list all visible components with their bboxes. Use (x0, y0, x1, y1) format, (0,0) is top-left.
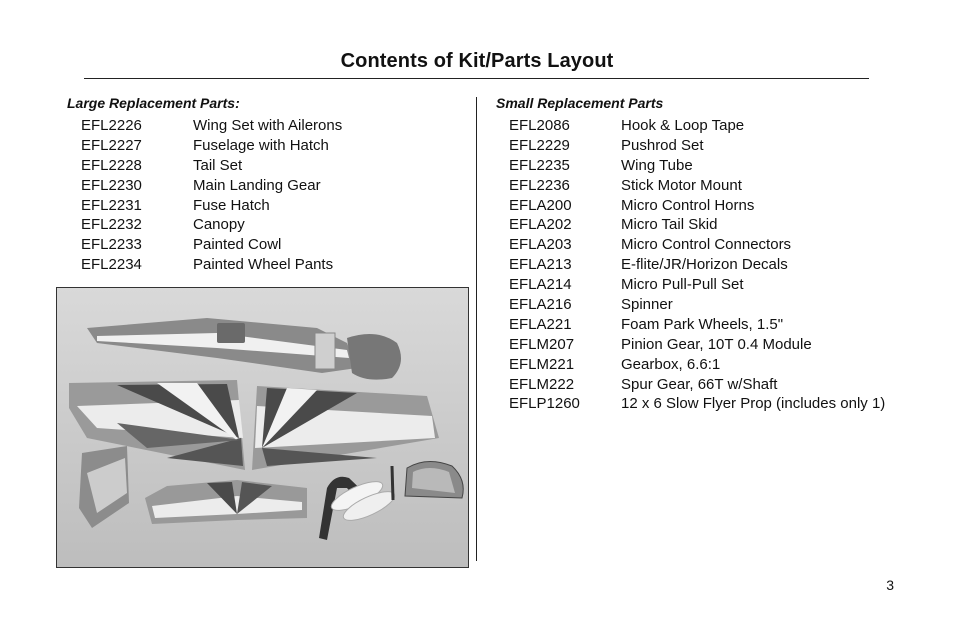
part-code: EFLM207 (509, 335, 575, 353)
title-divider (84, 78, 869, 79)
part-code: EFLA202 (509, 216, 572, 234)
part-description: Painted Wheel Pants (193, 256, 334, 274)
part-description: Gearbox, 6.6:1 (621, 355, 721, 373)
part-description: Painted Cowl (193, 236, 282, 254)
part-code: EFL2226 (81, 117, 142, 134)
part-code: EFLA216 (509, 296, 572, 314)
part-description: 12 x 6 Slow Flyer Prop (includes only 1) (621, 395, 886, 413)
part-code: EFL2231 (81, 196, 142, 214)
part-code: EFL2232 (81, 216, 142, 234)
part-description: Wing Tube (621, 156, 693, 174)
part-description: Fuse Hatch (193, 196, 270, 214)
part-description: Foam Park Wheels, 1.5" (621, 315, 784, 333)
pushrod-shape (390, 465, 395, 501)
part-description: Micro Control Connectors (621, 236, 792, 254)
parts-photo-illustration (57, 288, 468, 567)
part-code: EFLM222 (509, 375, 575, 393)
part-code: EFLA214 (509, 276, 572, 294)
part-description: Tail Set (193, 156, 243, 174)
part-code: EFLA203 (509, 236, 572, 254)
part-code: EFL2235 (509, 156, 570, 174)
part-code: EFLA213 (509, 256, 572, 274)
right-wing-shape (252, 386, 439, 470)
large-parts-heading: Large Replacement Parts: (67, 95, 240, 111)
part-description: Micro Pull-Pull Set (621, 276, 744, 294)
part-description: Pushrod Set (621, 136, 704, 154)
part-description: Fuselage with Hatch (193, 136, 329, 154)
part-code: EFL2233 (81, 236, 142, 254)
part-code: EFL2229 (509, 136, 570, 154)
part-description: Canopy (193, 216, 245, 234)
cowl-shape (347, 334, 401, 380)
part-code: EFLM221 (509, 355, 575, 373)
left-wing-shape (69, 380, 245, 470)
part-code: EFL2236 (509, 176, 570, 194)
part-code: EFLA200 (509, 196, 572, 214)
part-code: EFL2234 (81, 256, 142, 274)
parts-layout-photo (56, 287, 469, 568)
part-description: Spur Gear, 66T w/Shaft (621, 375, 778, 393)
part-description: Spinner (621, 296, 673, 314)
part-description: Pinion Gear, 10T 0.4 Module (621, 335, 812, 353)
part-code: EFLA221 (509, 315, 572, 333)
wheel-pant-shape (342, 491, 396, 521)
page-title: Contents of Kit/Parts Layout (340, 50, 614, 72)
part-code: EFLP1260 (509, 395, 580, 413)
part-description: Stick Motor Mount (621, 176, 742, 194)
part-description: Hook & Loop Tape (621, 117, 745, 134)
page-number: 3 (886, 577, 894, 593)
column-divider (476, 97, 477, 561)
part-description: Micro Control Horns (621, 196, 755, 214)
part-description: E-flite/JR/Horizon Decals (621, 256, 788, 274)
fuselage-shape (87, 318, 357, 373)
part-code: EFL2086 (509, 117, 570, 134)
stabilizer-shape (145, 480, 307, 524)
part-description: Micro Tail Skid (621, 216, 718, 234)
part-code: EFL2227 (81, 136, 142, 154)
part-code: EFL2230 (81, 176, 142, 194)
part-description: Wing Set with Ailerons (193, 117, 343, 134)
part-code: EFL2228 (81, 156, 142, 174)
part-description: Main Landing Gear (193, 176, 321, 194)
small-parts-heading: Small Replacement Parts (496, 95, 664, 111)
